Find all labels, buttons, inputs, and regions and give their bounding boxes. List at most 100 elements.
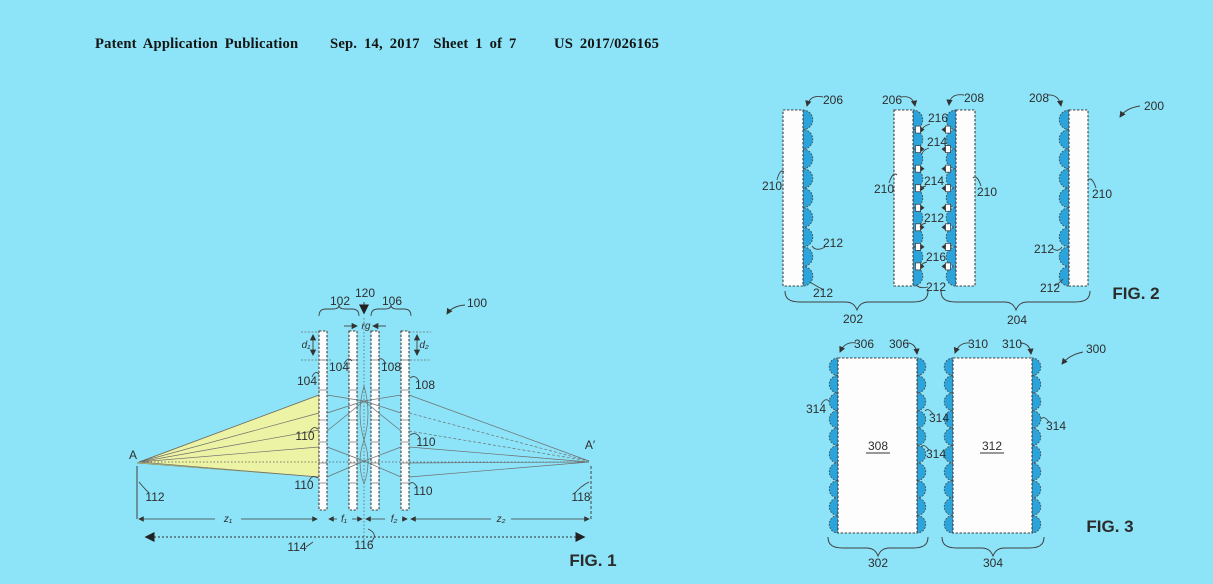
spacer-beads: [915, 125, 951, 271]
arrow-100: [446, 304, 466, 315]
lenslet-column-208a: [945, 109, 957, 287]
ref-314-a: 314: [806, 402, 826, 416]
fig1-lens-plates: [318, 330, 410, 511]
dim-f1: f₁: [341, 514, 347, 525]
ref-310-a: 310: [968, 337, 988, 351]
ref-104-outer: 104: [297, 374, 317, 388]
ref-306-a: 306: [854, 337, 874, 351]
header-publication: Patent Application Publication: [95, 36, 299, 52]
substrate-210-3: [955, 109, 976, 287]
ref-212-l2: 212: [813, 286, 833, 300]
ref-304: 304: [983, 556, 1003, 570]
ref-110-b: 110: [416, 435, 435, 449]
lenslet-column-310-left: [943, 357, 954, 534]
substrate-210-4: [1068, 109, 1089, 287]
lens-plate-108a: [370, 330, 380, 511]
spacer-bead-row: [941, 125, 951, 271]
ref-212-mid2: 212: [926, 280, 946, 294]
point-a-label: A: [129, 448, 137, 462]
ref-206-a: 206: [823, 93, 843, 107]
fig2-leader-hooks: [776, 123, 1097, 291]
brace-204: [940, 290, 1091, 312]
fig2-lenslet-plates-diagram: 206 206 208 208 200 210 210 210 210 216 …: [762, 91, 1164, 327]
spacer-bead-row: [915, 125, 925, 271]
ref-210-a: 210: [762, 179, 782, 193]
ref-100: 100: [467, 296, 487, 310]
module-308: [837, 357, 918, 534]
fig3-leader-arrows: [839, 342, 1084, 365]
lenslet-column-208b: [1058, 109, 1070, 287]
ref-102: 102: [330, 294, 350, 308]
ref-110-d: 110: [413, 484, 432, 498]
dim-rg: rg: [362, 321, 371, 332]
dim-z2: z₂: [496, 514, 506, 525]
ref-212-mid1: 212: [924, 211, 944, 225]
ref-106: 106: [382, 294, 402, 308]
ref-120: 120: [355, 286, 375, 300]
ref-302: 302: [868, 556, 888, 570]
light-cone: [136, 394, 320, 478]
fig1-ray-bundle: [326, 394, 590, 478]
ref-110-a: 110: [295, 429, 314, 443]
plate-pitch-dimensions: [301, 331, 431, 361]
ref-202: 202: [843, 312, 863, 326]
ref-108-outer: 108: [415, 378, 435, 392]
ref-216-a: 216: [928, 111, 948, 125]
dim-d1: d₁: [302, 340, 311, 351]
brace-302: [827, 536, 929, 558]
fig3-display-modules-diagram: 306 306 310 310 300 314 314 314 314 308 …: [806, 337, 1134, 570]
ref-214-b: 214: [924, 174, 944, 188]
ref-210-b: 210: [874, 182, 894, 196]
lenslet-column-306-left: [828, 357, 839, 534]
fig2-caption: FIG. 2: [1112, 284, 1159, 303]
ref-112: 112: [145, 490, 164, 504]
ref-214-a: 214: [927, 135, 947, 149]
ref-308: 308: [868, 439, 888, 453]
bracket-102: [318, 304, 360, 317]
ref-216-b: 216: [926, 250, 946, 264]
ref-314-b: 314: [929, 411, 949, 425]
dim-f2: f₂: [391, 514, 398, 525]
ref-200: 200: [1144, 99, 1164, 113]
lenslet-column-310-right: [1031, 357, 1042, 534]
substrate-210-1: [782, 109, 804, 287]
point-a-prime-label: A′: [585, 438, 596, 452]
bracket-106: [370, 304, 412, 317]
lens-plate-104a: [318, 330, 328, 511]
fig3-caption: FIG. 3: [1086, 517, 1133, 536]
ref-206-b: 206: [882, 93, 902, 107]
ref-116: 116: [354, 538, 373, 552]
ref-210-d: 210: [1092, 187, 1112, 201]
fig3-leader-hooks: [820, 399, 1050, 451]
ref-210-c: 210: [977, 185, 997, 199]
lenslet-column-206a: [802, 109, 814, 287]
substrate-210-2: [893, 109, 914, 287]
ref-104-inner: 104: [329, 360, 349, 374]
dim-d2: d₂: [419, 340, 429, 351]
ref-310-b: 310: [1002, 337, 1022, 351]
header-doc-number: US 2017/026165: [554, 36, 660, 52]
ref-108-inner: 108: [381, 360, 401, 374]
ref-212-r2: 212: [1040, 281, 1060, 295]
lenslet-column-306-right: [916, 357, 927, 534]
fig2-leader-arrows: [805, 94, 1141, 118]
ref-204: 204: [1007, 313, 1027, 327]
module-312: [952, 357, 1033, 534]
ref-300: 300: [1086, 342, 1106, 356]
lenslet-column-206b: [912, 109, 924, 287]
ref-314-d: 314: [1046, 419, 1066, 433]
ref-212-r1: 212: [1034, 242, 1054, 256]
ref-212-l1: 212: [823, 236, 843, 250]
fig1-lens-system-diagram: 102 120 106 100 rg d₁ d₂ 104 104 108 108…: [129, 286, 617, 570]
dim-z1: z₁: [223, 514, 232, 525]
brace-202: [784, 290, 929, 312]
ref-312: 312: [982, 439, 1002, 453]
fig1-source-rays: [138, 394, 320, 478]
ref-208-a: 208: [964, 91, 984, 105]
ref-314-c: 314: [926, 447, 946, 461]
lens-plate-104b: [348, 330, 358, 511]
ref-110-c: 110: [294, 478, 313, 492]
fig1-top-callouts: [318, 302, 466, 317]
